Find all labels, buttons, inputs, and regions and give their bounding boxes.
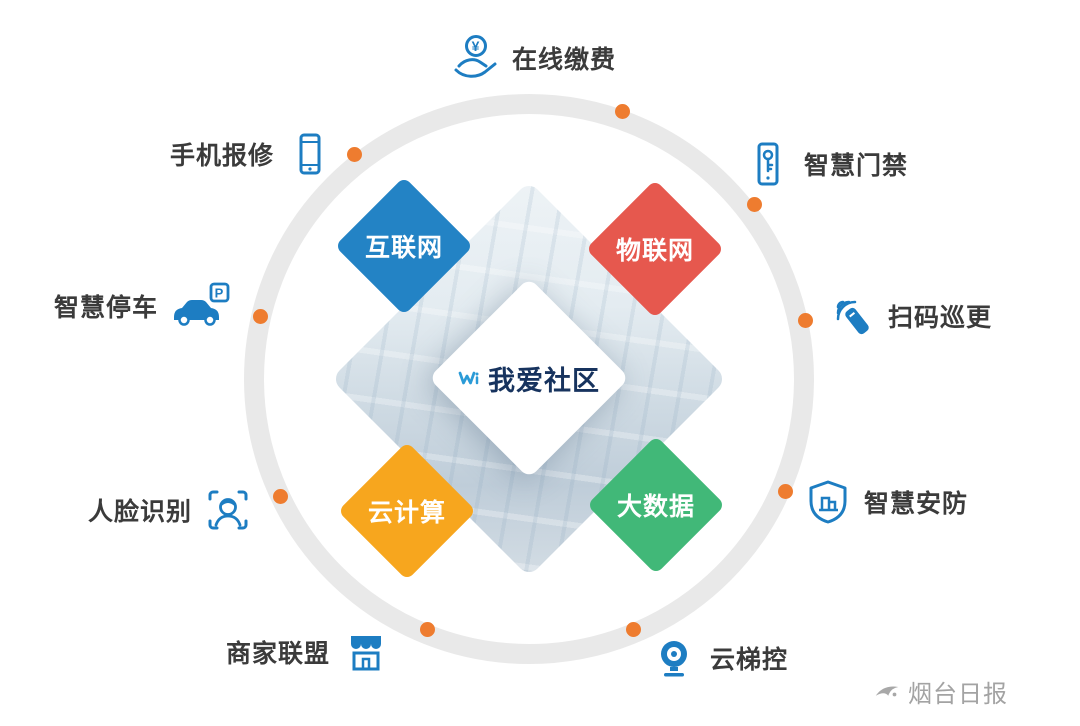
feature-label: 智慧停车 [54, 294, 159, 322]
ring-dot [273, 489, 288, 504]
ring-dot [347, 147, 362, 162]
diamond-iot-label: 物联网 [615, 236, 695, 265]
feature-label: 在线缴费 [512, 46, 617, 74]
face-scan-icon [208, 490, 248, 530]
feature-merchant-alliance: 商家联盟 [226, 628, 390, 676]
phone-key-access-icon [757, 142, 779, 186]
platform-name: 我爱社区 [488, 365, 600, 396]
ring-dot [253, 309, 268, 324]
scan-patrol-icon [836, 300, 869, 335]
svg-text:P: P [215, 286, 225, 301]
car-parking-icon: P [174, 282, 230, 326]
feature-label: 云梯控 [710, 646, 789, 674]
feature-smart-access: 智慧门禁 [744, 140, 908, 188]
ring-dot [747, 197, 762, 212]
feature-phone-repair: 手机报修 [170, 130, 334, 178]
yantai-daily-logo-icon [875, 686, 899, 696]
feature-label: 手机报修 [170, 142, 275, 170]
ring-dot [626, 622, 641, 637]
ring-dot [778, 484, 793, 499]
diamond-cloud-label: 云计算 [367, 498, 447, 527]
feature-label: 智慧安防 [864, 490, 969, 518]
watermark-text: 烟台日报 [908, 681, 1008, 708]
feature-cloud-elevator: 云梯控 [650, 634, 788, 682]
watermark: 烟台日报 [872, 674, 1008, 709]
feature-label: 人脸识别 [88, 498, 193, 526]
center-logo-diamond: 我爱社区 [428, 277, 630, 479]
ring-dot [798, 313, 813, 328]
feature-scan-patrol: 扫码巡更 [828, 292, 992, 340]
svg-text:¥: ¥ [472, 38, 481, 54]
storefront-icon [351, 636, 382, 671]
mobile-phone-icon [299, 133, 321, 175]
feature-label: 商家联盟 [226, 640, 331, 668]
dome-camera-icon [661, 641, 687, 677]
ring-dot [615, 104, 630, 119]
feature-face-recognition: 人脸识别 [88, 486, 252, 534]
diamond-bigdata-label: 大数据 [616, 492, 696, 521]
feature-smart-parking: 智慧停车 P [54, 282, 232, 330]
walove-w-logo-icon [458, 371, 479, 385]
ring-dot [420, 622, 435, 637]
security-shield-icon [809, 480, 847, 524]
diamond-internet-label: 互联网 [364, 233, 444, 262]
feature-label: 扫码巡更 [888, 304, 993, 332]
payment-hand-coin-icon: ¥ [454, 35, 497, 78]
feature-smart-security: 智慧安防 [804, 478, 968, 526]
feature-label: 智慧门禁 [804, 152, 909, 180]
feature-online-payment: ¥ 在线缴费 [452, 34, 616, 82]
